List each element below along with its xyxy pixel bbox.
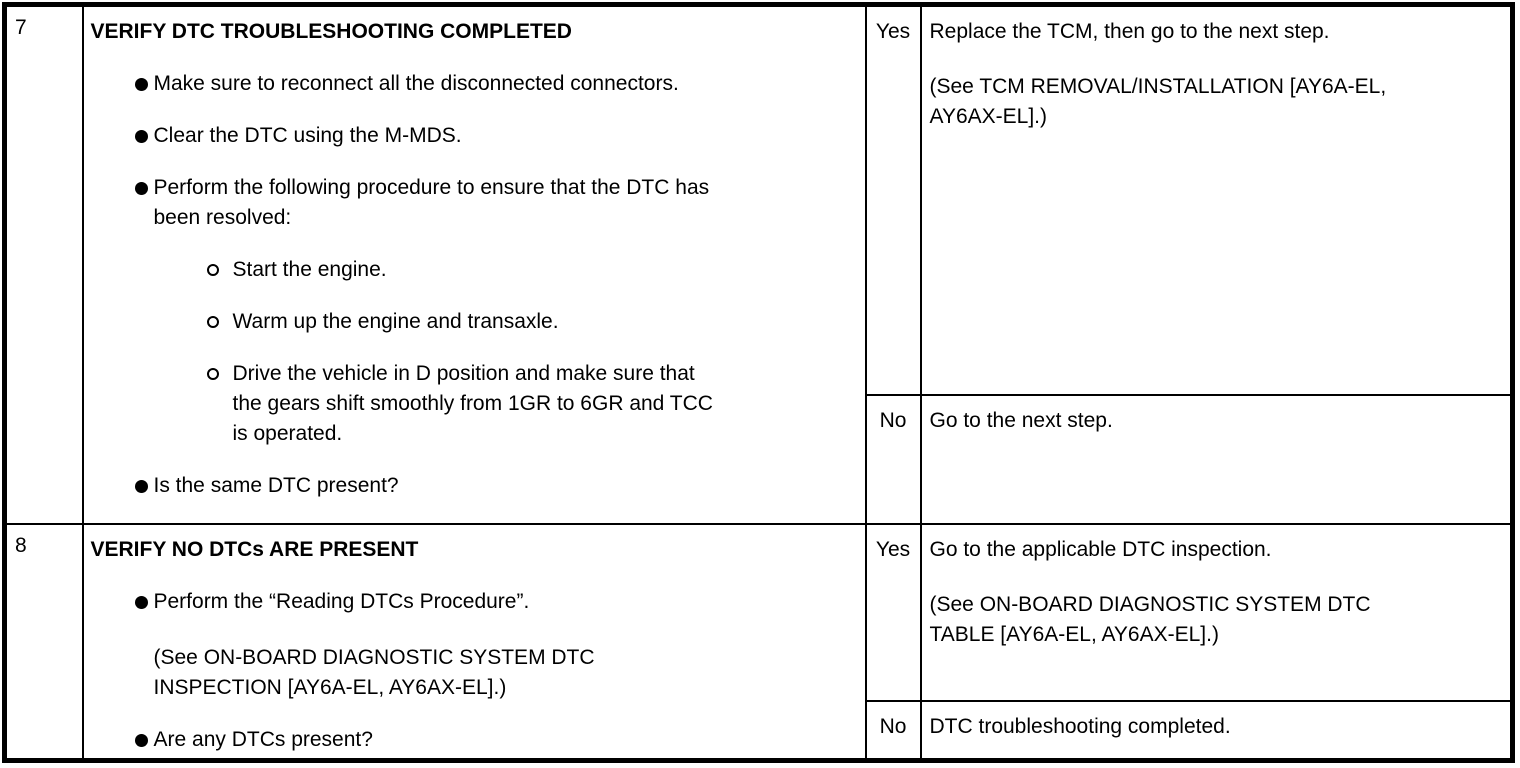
result-paragraph: Go to the applicable DTC inspection. [930, 535, 1503, 565]
disc-bullet-icon [134, 596, 148, 610]
text-line: (See ON-BOARD DIAGNOSTIC SYSTEM DTC [929, 593, 1371, 617]
text-line: (See ON-BOARD DIAGNOSTIC SYSTEM DTC [153, 646, 595, 670]
sub-list-item: Drive the vehicle in D position and make… [91, 359, 857, 449]
table-row: No Go to the next step. [5, 393, 1514, 526]
result-cell: DTC troubleshooting completed. [919, 700, 1514, 762]
result-cell: Go to the applicable DTC inspection. (Se… [919, 523, 1514, 703]
step-number: 8 [15, 534, 27, 558]
answer-cell: No [864, 393, 922, 526]
text-line: DTC troubleshooting completed. [929, 715, 1231, 739]
text-line: Clear the DTC using the M-MDS. [153, 124, 462, 147]
text-line: Go to the applicable DTC inspection. [929, 538, 1272, 562]
disc-bullet-icon [134, 734, 148, 748]
step-number-cell: 8 [3, 523, 84, 762]
list-item: Are any DTCs present? [91, 725, 857, 755]
table-row: 8 VERIFY NO DTCs ARE PRESENT Perform the… [3, 523, 1514, 762]
table-row: 7 VERIFY DTC TROUBLESHOOTING COMPLETED M… [3, 3, 1514, 526]
text-line: Replace the TCM, then go to the next ste… [929, 20, 1330, 43]
text-line: TABLE [AY6A-EL, AY6AX-EL].) [929, 623, 1219, 647]
result-paragraph: (See ON-BOARD DIAGNOSTIC SYSTEM DTC TABL… [930, 590, 1503, 650]
result-cell: Replace the TCM, then go to the next ste… [919, 3, 1514, 396]
text-line: Is the same DTC present? [153, 474, 399, 497]
answer-label: No [879, 408, 907, 432]
answer-cell: Yes [864, 523, 922, 703]
action-cell: VERIFY NO DTCs ARE PRESENT Perform the “… [81, 523, 867, 762]
disc-bullet-icon [134, 182, 148, 195]
text-line: the gears shift smoothly from 1GR to 6GR… [232, 392, 713, 415]
result-cell: Go to the next step. [919, 393, 1514, 526]
text-line: Start the engine. [232, 258, 387, 281]
answer-label: No [879, 715, 907, 739]
result-paragraph: (See TCM REMOVAL/INSTALLATION [AY6A-EL, … [930, 72, 1503, 132]
list-item: Perform the following procedure to ensur… [91, 173, 857, 233]
text-line: Make sure to reconnect all the disconnec… [153, 72, 679, 95]
answer-cell: No [864, 700, 922, 762]
list-item: Clear the DTC using the M-MDS. [91, 121, 857, 151]
list-item-continuation: (See ON-BOARD DIAGNOSTIC SYSTEM DTC INSP… [91, 643, 857, 703]
answer-label: Yes [875, 538, 911, 562]
action-cell: VERIFY DTC TROUBLESHOOTING COMPLETED Mak… [81, 3, 867, 526]
text-line: AY6AX-EL].) [929, 105, 1048, 128]
circle-bullet-icon [206, 368, 219, 380]
text-line: is operated. [232, 422, 343, 445]
answer-label: Yes [875, 20, 911, 43]
result-paragraph: DTC troubleshooting completed. [930, 712, 1503, 742]
disc-bullet-icon [134, 480, 148, 493]
list-item: Perform the “Reading DTCs Procedure”. [91, 587, 857, 617]
text-line: (See TCM REMOVAL/INSTALLATION [AY6A-EL, [929, 75, 1387, 98]
disc-bullet-icon [134, 130, 148, 143]
sub-list-item: Warm up the engine and transaxle. [91, 307, 857, 337]
table-row: No DTC troubleshooting completed. [5, 700, 1514, 762]
action-title: VERIFY NO DTCs ARE PRESENT [90, 538, 419, 562]
action-title: VERIFY DTC TROUBLESHOOTING COMPLETED [90, 20, 572, 43]
step-number-cell: 7 [3, 3, 84, 526]
text-line: Perform the following procedure to ensur… [153, 176, 710, 199]
text-line: Go to the next step. [929, 408, 1113, 432]
disc-bullet-icon [134, 78, 148, 91]
result-paragraph: Go to the next step. [930, 406, 1503, 436]
sub-list-item: Start the engine. [91, 255, 857, 285]
text-line: Drive the vehicle in D position and make… [232, 362, 695, 385]
text-line: been resolved: [153, 206, 292, 229]
text-line: Perform the “Reading DTCs Procedure”. [153, 590, 530, 614]
step-number: 7 [15, 16, 27, 39]
answer-cell: Yes [864, 3, 922, 396]
text-line: Warm up the engine and transaxle. [232, 310, 559, 333]
list-item: Is the same DTC present? [91, 471, 857, 501]
circle-bullet-icon [206, 316, 219, 328]
result-paragraph: Replace the TCM, then go to the next ste… [930, 17, 1503, 47]
text-line: Are any DTCs present? [153, 728, 373, 752]
text-line: INSPECTION [AY6A-EL, AY6AX-EL].) [153, 676, 507, 700]
list-item: Make sure to reconnect all the disconnec… [91, 69, 857, 99]
circle-bullet-icon [206, 264, 219, 276]
